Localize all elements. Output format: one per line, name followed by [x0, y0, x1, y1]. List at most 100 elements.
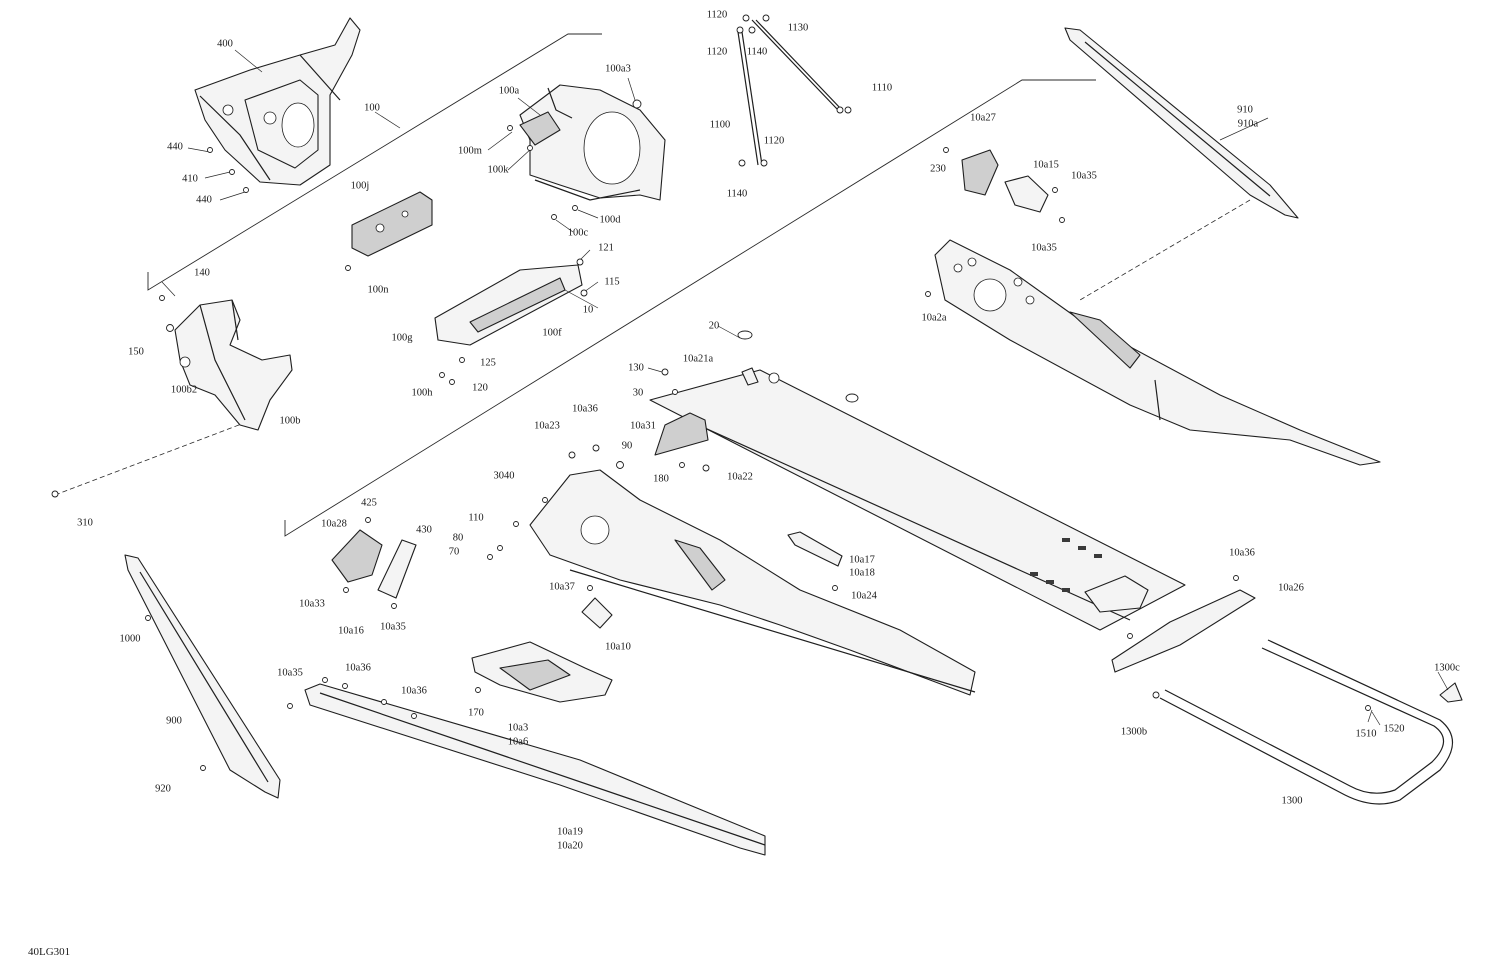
callout-label-10a22: 10a22	[727, 471, 753, 482]
callout-label-120: 120	[472, 382, 488, 393]
callout-label-1130: 1130	[788, 22, 809, 33]
callout-label-90: 90	[622, 440, 633, 451]
tunnel-side-10a2a	[934, 239, 1381, 466]
tunnel-side-left	[529, 469, 976, 696]
callout-label-100g: 100g	[392, 332, 414, 343]
callout-label-100f: 100f	[542, 327, 562, 338]
callout-label-1300b: 1300b	[1121, 726, 1147, 737]
callout-label-910: 910	[1237, 104, 1253, 115]
callout-label-10a21a: 10a21a	[683, 353, 714, 364]
callout-label-180: 180	[653, 473, 669, 484]
fasteners	[51, 99, 1371, 771]
callout-label-10a35a: 10a35	[1071, 170, 1097, 181]
front-bulkhead-400	[194, 17, 361, 186]
callout-label-110: 110	[468, 512, 483, 523]
callout-label-10: 10	[583, 304, 594, 315]
callout-label-10a31: 10a31	[630, 420, 656, 431]
callout-label-910a: 910a	[1238, 118, 1259, 129]
upper-column-100a	[519, 84, 666, 201]
callout-label-30: 30	[633, 387, 644, 398]
callout-label-10a10: 10a10	[605, 641, 631, 652]
callout-label-10a35c: 10a35	[380, 621, 406, 632]
callout-label-10a36d: 10a36	[401, 685, 427, 696]
callout-label-10a2a: 10a2a	[921, 312, 946, 323]
callout-label-1120b: 1120	[707, 46, 728, 57]
callout-label-121: 121	[598, 242, 614, 253]
callout-label-100m: 100m	[458, 145, 482, 156]
callout-label-1300c: 1300c	[1434, 662, 1460, 673]
callout-label-10a35d: 10a35	[277, 667, 303, 678]
callout-label-440a: 440	[167, 141, 183, 152]
rear-bumper-1300	[1159, 639, 1463, 805]
callout-label-440b: 440	[196, 194, 212, 205]
callout-label-150: 150	[128, 346, 144, 357]
callout-label-1520: 1520	[1384, 723, 1405, 734]
callout-label-1120c: 1120	[764, 135, 785, 146]
callout-label-100a3: 100a3	[605, 63, 631, 74]
callout-label-70: 70	[449, 546, 460, 557]
lower-front-frame-100b	[174, 299, 293, 431]
diagram-reference-code: 40LG301	[28, 946, 70, 958]
callout-label-900: 900	[166, 715, 182, 726]
plate-10a10	[581, 597, 613, 629]
callout-label-10a17: 10a17	[849, 554, 875, 565]
cover-10a31	[654, 412, 709, 456]
callout-label-115: 115	[604, 276, 619, 287]
callout-label-20: 20	[709, 320, 720, 331]
callout-label-170: 170	[468, 707, 484, 718]
callout-label-100k: 100k	[488, 164, 510, 175]
callout-label-10a33: 10a33	[299, 598, 325, 609]
rail-910	[1064, 27, 1299, 219]
callout-label-10a28: 10a28	[321, 518, 347, 529]
callout-label-10a20: 10a20	[557, 840, 583, 851]
callout-leaders	[161, 49, 1449, 726]
callout-label-100d: 100d	[600, 214, 622, 225]
callout-label-130: 130	[628, 362, 644, 373]
callout-label-425: 425	[361, 497, 377, 508]
tunnel-cooler-slots	[1030, 538, 1102, 592]
callout-label-100b: 100b	[280, 415, 301, 426]
callout-label-100c: 100c	[568, 227, 589, 238]
callout-label-100j: 100j	[351, 180, 370, 191]
bracket-430	[377, 539, 417, 599]
runningboard-10a19	[304, 683, 766, 856]
callout-label-10a18: 10a18	[849, 567, 875, 578]
bracket-10a27	[961, 149, 999, 196]
callout-label-10a37: 10a37	[549, 581, 575, 592]
callout-label-140: 140	[194, 267, 210, 278]
callout-label-100h: 100h	[412, 387, 434, 398]
bracket-10a28	[331, 529, 383, 583]
callout-label-10a35b: 10a35	[1031, 242, 1057, 253]
callout-label-10a16: 10a16	[338, 625, 364, 636]
callout-label-1100: 1100	[710, 119, 731, 130]
callout-label-1000: 1000	[120, 633, 141, 644]
callout-label-410: 410	[182, 173, 198, 184]
callout-label-100a: 100a	[499, 85, 520, 96]
callout-label-1300: 1300	[1282, 795, 1303, 806]
callout-label-10a3: 10a3	[508, 722, 528, 733]
callout-label-10a36c: 10a36	[345, 662, 371, 673]
callout-label-3040: 3040	[494, 470, 515, 481]
callout-label-10a36a: 10a36	[572, 403, 598, 414]
callout-label-230: 230	[930, 163, 946, 174]
callout-label-10a36b: 10a36	[1229, 547, 1255, 558]
footrest-10a3	[471, 641, 613, 703]
callout-label-10a27: 10a27	[970, 112, 996, 123]
plate-100j	[351, 191, 433, 257]
callout-label-10a26: 10a26	[1278, 582, 1304, 593]
callout-label-1120a: 1120	[707, 9, 728, 20]
tunnel-top-10a21a	[649, 367, 1186, 631]
callout-label-100: 100	[364, 102, 380, 113]
rail-900	[124, 554, 281, 799]
callout-label-80: 80	[453, 532, 464, 543]
callout-label-1140a: 1140	[747, 46, 768, 57]
steering-links-1100-1110	[736, 14, 852, 167]
callout-label-430: 430	[416, 524, 432, 535]
plate-10a17	[787, 531, 843, 567]
callout-label-10a6: 10a6	[508, 736, 528, 747]
callout-label-100n: 100n	[368, 284, 390, 295]
callout-label-10a15: 10a15	[1033, 159, 1059, 170]
callout-label-400: 400	[217, 38, 233, 49]
